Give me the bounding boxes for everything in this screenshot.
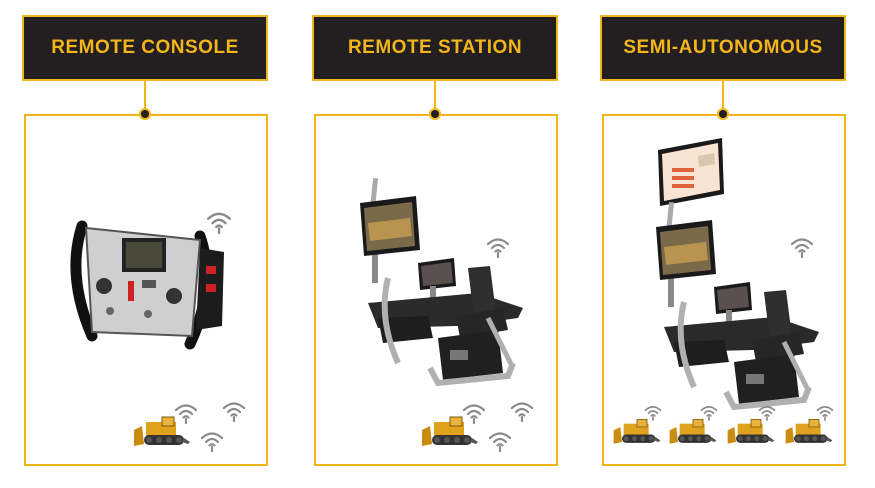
panel-header: REMOTE CONSOLE: [22, 15, 268, 81]
wifi-icon: [758, 404, 776, 421]
panel-illustration-box: [314, 114, 558, 466]
connector-dot: [139, 108, 151, 120]
remote-console-icon: [70, 220, 224, 350]
monitor-icon: [658, 138, 724, 206]
operator-station-icon: [338, 168, 538, 388]
dozer-icon: [668, 418, 718, 446]
wifi-icon: [174, 402, 198, 424]
panel-header: REMOTE STATION: [312, 15, 558, 81]
wifi-icon: [486, 236, 510, 258]
wifi-icon: [488, 430, 512, 452]
dozer-icon: [726, 418, 776, 446]
wifi-icon: [200, 430, 224, 452]
dozer-icon: [784, 418, 834, 446]
dozer-icon: [612, 418, 662, 446]
panel-title: REMOTE CONSOLE: [51, 37, 239, 58]
connector-dot: [429, 108, 441, 120]
connector-line: [722, 81, 724, 111]
remote-station-panel: REMOTE STATION: [310, 0, 560, 488]
wifi-icon: [790, 236, 814, 258]
remote-console-panel: REMOTE CONSOLE: [20, 0, 270, 488]
wifi-icon: [700, 404, 718, 421]
panel-illustration-box: [24, 114, 268, 466]
wifi-icon: [644, 404, 662, 421]
wifi-icon: [462, 402, 486, 424]
wifi-icon: [816, 404, 834, 421]
wifi-icon: [206, 210, 232, 234]
panel-title: REMOTE STATION: [347, 37, 523, 58]
semi-autonomous-panel: SEMI-AUTONOMOUS: [598, 0, 848, 488]
panel-header: SEMI-AUTONOMOUS: [600, 15, 846, 81]
connector-dot: [717, 108, 729, 120]
panel-title: SEMI-AUTONOMOUS: [623, 37, 823, 58]
panel-illustration-box: [602, 114, 846, 466]
operator-station-icon: [634, 192, 834, 412]
wifi-icon: [510, 400, 534, 422]
connector-line: [434, 81, 436, 111]
connector-line: [144, 81, 146, 111]
wifi-icon: [222, 400, 246, 422]
